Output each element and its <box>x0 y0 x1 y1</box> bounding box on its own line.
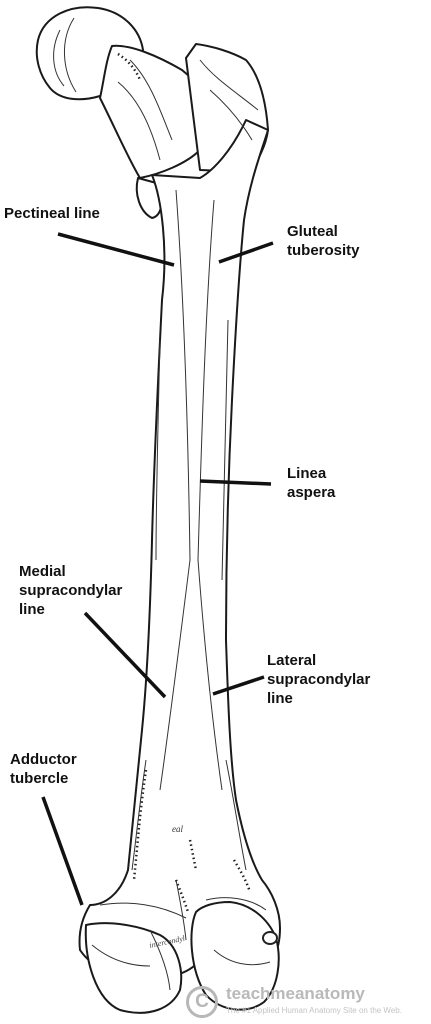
label-pectineal-line: Pectineal line <box>4 205 100 222</box>
watermark: C teachmeanatomy The #1 Applied Human An… <box>186 984 431 1024</box>
femoral-neck <box>99 44 201 179</box>
engraving-details <box>53 17 271 991</box>
watermark-tagline: The #1 Applied Human Anatomy Site on the… <box>226 1006 402 1015</box>
leader-lateral <box>212 675 265 696</box>
lateral-condyle <box>190 901 280 1011</box>
leader-medial <box>83 611 167 699</box>
leader-linea <box>199 479 272 486</box>
condyle-fossa <box>262 931 278 945</box>
stipple-marks <box>117 52 252 913</box>
leader-lines <box>41 232 274 906</box>
leader-gluteal <box>218 241 274 264</box>
leader-pectineal <box>57 232 175 267</box>
leader-adductor <box>41 796 84 906</box>
watermark-name: teachmeanatomy <box>226 984 365 1003</box>
engraved-shaft-text: eal <box>172 824 183 834</box>
copyright-icon: C <box>186 986 218 1018</box>
